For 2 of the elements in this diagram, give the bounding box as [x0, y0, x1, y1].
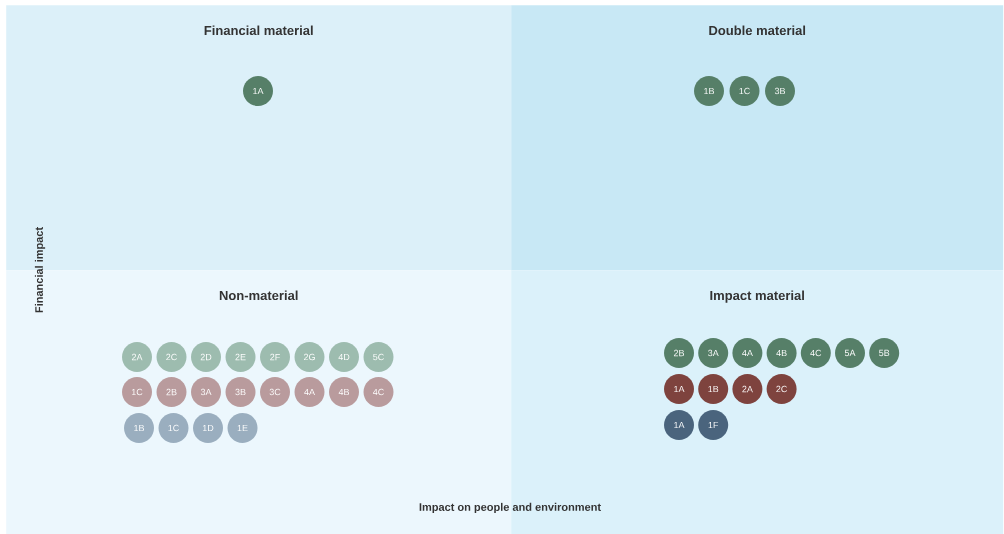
axis-label: Impact on people and environment [419, 502, 601, 514]
axis-label: Financial impact [34, 227, 46, 313]
